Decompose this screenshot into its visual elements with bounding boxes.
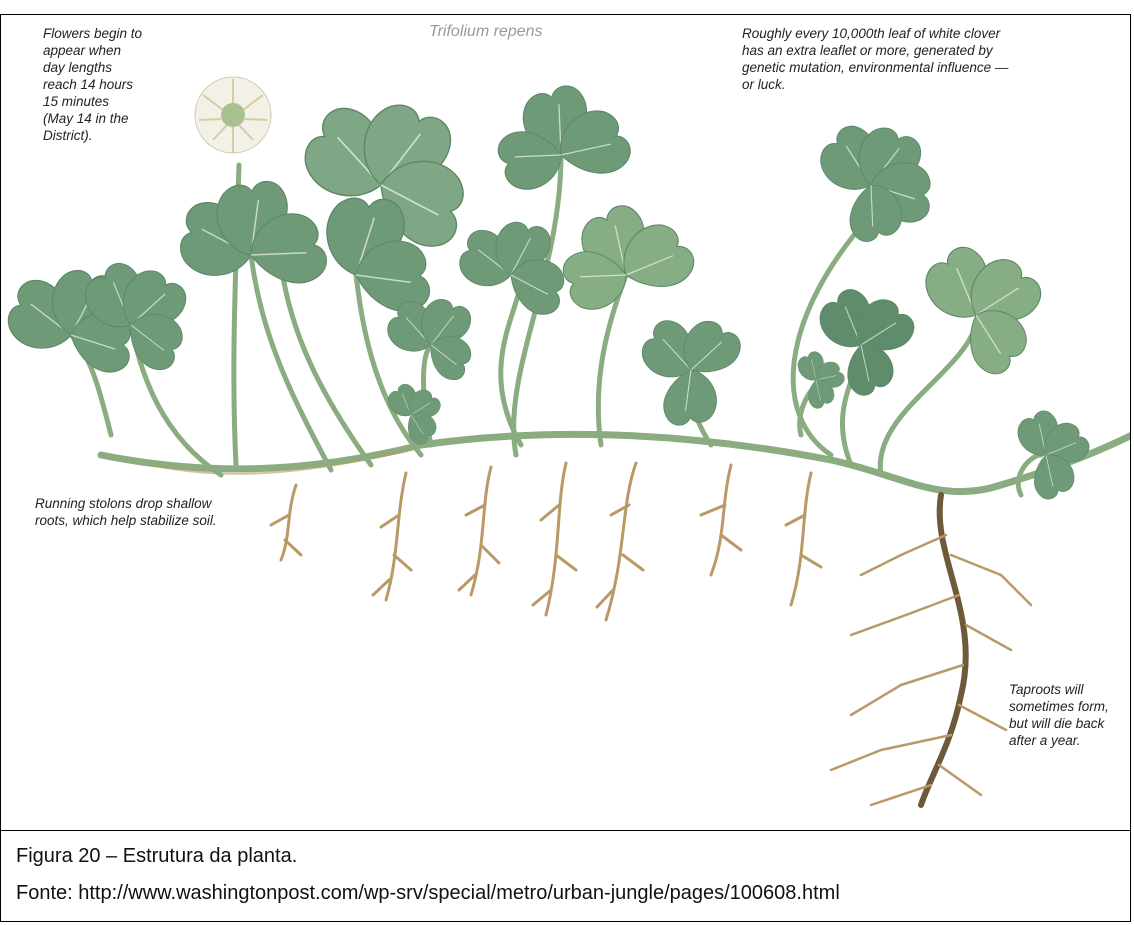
annotation-flowers: Flowers begin to appear when day lengths… [43,25,142,144]
annotation-taproots: Taproots will sometimes form, but will d… [1009,681,1109,749]
figure-frame: Trifolium repens Flowers begin to appear… [0,14,1131,922]
figure-caption: Figura 20 – Estrutura da planta. [16,845,297,868]
clover-drawing [1,15,1130,831]
species-label: Trifolium repens [429,23,543,41]
shallow-roots [271,463,821,620]
annotation-extra-leaflet: Roughly every 10,000th leaf of white clo… [742,25,1008,93]
clover-leaves [1,80,1094,504]
annotation-stolons: Running stolons drop shallow roots, whic… [35,495,217,529]
figure-source: Fonte: http://www.washingtonpost.com/wp-… [16,882,840,905]
clover-illustration: Trifolium repens Flowers begin to appear… [1,15,1130,831]
clover-flower [195,77,271,153]
stolon [101,434,1130,491]
taproot [831,495,1031,805]
